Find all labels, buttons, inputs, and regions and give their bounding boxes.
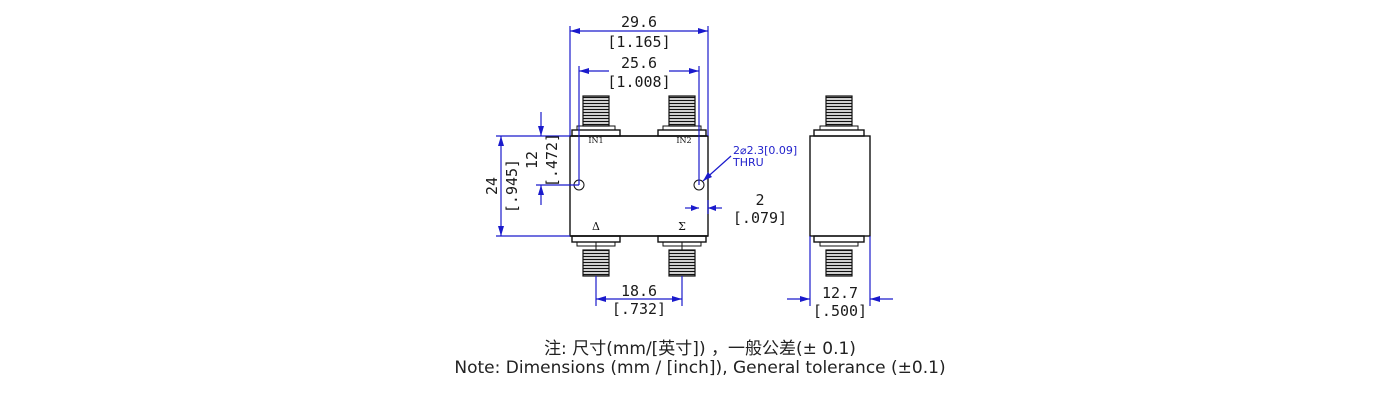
dim-overall-width-in: [1.165] [607,33,670,51]
dim-hole-edge-mm: 2 [755,191,764,209]
dim-bottom-spacing: 18.6 [.732] [595,276,683,318]
dim-height-in: [.945] [503,159,521,213]
caption-english: Note: Dimensions (mm / [inch]), General … [454,358,946,378]
dim-overall-width-mm: 29.6 [621,13,657,31]
dim-thickness-in: [.500] [813,302,867,320]
dim-hole-edge: 2 [.079] [685,191,787,227]
dim-height-mm: 24 [483,177,501,195]
connector-delta [571,235,621,277]
connector-in1 [571,95,621,137]
dim-thickness: 12.7 [.500] [787,236,893,320]
dim-hole-center: 12 [.472] [523,112,579,205]
front-view: IN1 IN2 Δ Σ [569,95,709,277]
hole-note-spec: 2⌀2.3[0.09] [733,144,797,157]
housing-body [569,135,709,237]
port-label-in1: IN1 [588,136,603,145]
dim-hole-edge-in: [.079] [733,209,787,227]
dim-overall-width: 29.6 [1.165] [569,13,709,136]
dim-hole-center-mm: 12 [523,151,541,169]
dim-height: 24 [.945] [483,135,570,237]
port-label-delta: Δ [592,220,600,233]
dim-port-spacing-in: [1.008] [607,73,670,91]
port-label-in2: IN2 [676,136,691,145]
dim-hole-center-in: [.472] [543,133,561,187]
dim-thickness-mm: 12.7 [822,284,858,302]
dim-port-spacing-mm: 25.6 [621,54,657,72]
port-label-sigma: Σ [678,220,686,233]
dim-port-spacing: 25.6 [1.008] [578,54,700,185]
caption-chinese: 注: 尺寸(mm/[英寸]) ，一般公差(± 0.1) [544,339,856,359]
hole-note: 2⌀2.3[0.09] THRU [702,144,797,182]
side-view [809,95,871,277]
dim-bottom-spacing-in: [.732] [612,300,666,318]
hole-note-thru: THRU [732,156,764,169]
connector-sigma [657,235,707,277]
side-housing [809,135,871,237]
dim-bottom-spacing-mm: 18.6 [621,282,657,300]
